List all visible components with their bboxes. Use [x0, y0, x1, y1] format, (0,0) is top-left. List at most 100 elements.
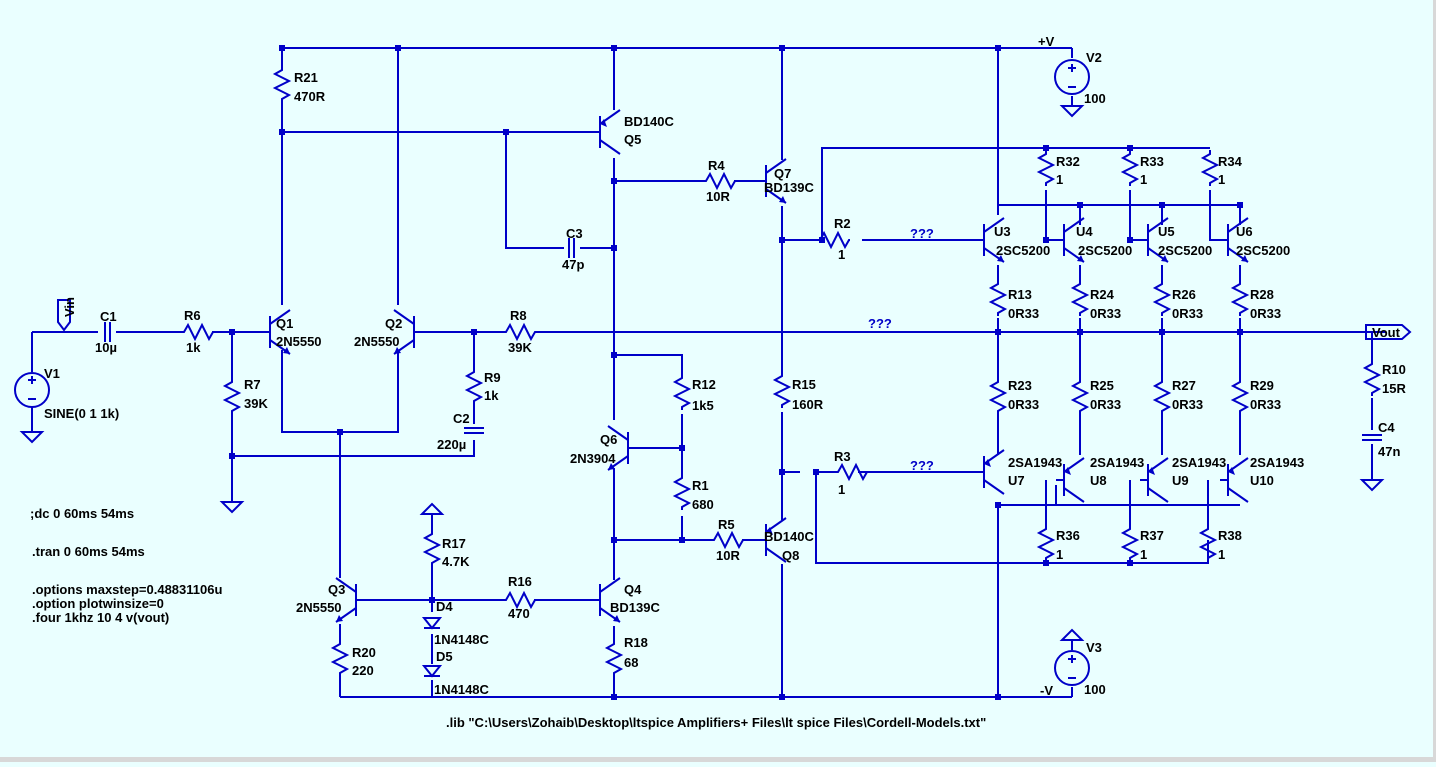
transistors: [262, 109, 1249, 623]
wires: [31, 47, 1386, 698]
label-q5-model: BD140C: [624, 114, 674, 129]
label-q8-name: Q8: [782, 548, 799, 563]
label-u7-model: 2SA1943: [1008, 455, 1062, 470]
label-r29-value: 0R33: [1250, 397, 1281, 412]
label-u5-name: U5: [1158, 224, 1175, 239]
label-r2-value: 1: [838, 247, 845, 262]
label-u8-name: U8: [1090, 473, 1107, 488]
label-q1-model: 2N5550: [276, 334, 322, 349]
label-q8-model: BD140C: [764, 529, 814, 544]
label-u5-model: 2SC5200: [1158, 243, 1212, 258]
label-u6-name: U6: [1236, 224, 1253, 239]
label-r13-name: R13: [1008, 287, 1032, 302]
directive-lib: .lib "C:\Users\Zohaib\Desktop\ltspice Am…: [446, 715, 986, 730]
label-u6-model: 2SC5200: [1236, 243, 1290, 258]
label-u10-model: 2SA1943: [1250, 455, 1304, 470]
label-r20-name: R20: [352, 645, 376, 660]
label-r32-name: R32: [1056, 154, 1080, 169]
label-v1-name: V1: [44, 366, 60, 381]
label-q4-name: Q4: [624, 582, 642, 597]
label-q2-model: 2N5550: [354, 334, 400, 349]
vpos-label: +V: [1038, 34, 1055, 49]
label-r25-name: R25: [1090, 378, 1114, 393]
label-d5-name: D5: [436, 649, 453, 664]
directive-four: .four 1khz 10 4 v(vout): [32, 610, 169, 625]
label-q5-name: Q5: [624, 132, 641, 147]
label-q3-model: 2N5550: [296, 600, 342, 615]
window-right-border: [1433, 0, 1436, 762]
label-r24-value: 0R33: [1090, 306, 1121, 321]
label-r8-name: R8: [510, 308, 527, 323]
window-bottom-border: [0, 757, 1436, 762]
label-r26-name: R26: [1172, 287, 1196, 302]
label-r17-value: 4.7K: [442, 554, 470, 569]
label-c2-value: 220µ: [437, 437, 466, 452]
label-c1-name: C1: [100, 309, 117, 324]
label-r18-name: R18: [624, 635, 648, 650]
label-u8-model: 2SA1943: [1090, 455, 1144, 470]
net-unknown-2: ???: [868, 316, 892, 331]
net-unknown-3: ???: [910, 458, 934, 473]
label-r34-name: R34: [1218, 154, 1243, 169]
label-u4-model: 2SC5200: [1078, 243, 1132, 258]
label-r7-name: R7: [244, 377, 261, 392]
label-r24-name: R24: [1090, 287, 1115, 302]
label-r27-name: R27: [1172, 378, 1196, 393]
spice-directives: ;dc 0 60ms 54ms .tran 0 60ms 54ms .optio…: [30, 506, 986, 730]
label-r1-value: 680: [692, 497, 714, 512]
label-r3-value: 1: [838, 482, 845, 497]
junctions: [229, 45, 1243, 700]
label-r15-value: 160R: [792, 397, 824, 412]
label-q7-name: Q7: [774, 166, 791, 181]
label-c4-name: C4: [1378, 420, 1395, 435]
label-r3-name: R3: [834, 449, 851, 464]
label-r21-name: R21: [294, 70, 318, 85]
net-unknown-1: ???: [910, 226, 934, 241]
vout-label: Vout: [1372, 325, 1401, 340]
net-labels: Vin Vout +V -V ??? ??? ???: [57, 34, 1412, 698]
voltage-sources: [14, 59, 1090, 686]
label-r9-name: R9: [484, 370, 501, 385]
label-r5-value: 10R: [716, 548, 740, 563]
label-v2-name: V2: [1086, 50, 1102, 65]
label-r21-value: 470R: [294, 89, 326, 104]
directive-plotwinsize: .option plotwinsize=0: [32, 596, 164, 611]
label-d4-model: 1N4148C: [434, 632, 490, 647]
label-v1-value: SINE(0 1 1k): [44, 406, 119, 421]
label-c2-name: C2: [453, 411, 470, 426]
label-r36-value: 1: [1056, 547, 1063, 562]
label-q6-name: Q6: [600, 432, 617, 447]
label-r16-name: R16: [508, 574, 532, 589]
resistors: [180, 66, 1382, 676]
label-r13-value: 0R33: [1008, 306, 1039, 321]
label-r6-value: 1k: [186, 340, 201, 355]
label-v2-value: 100: [1084, 91, 1106, 106]
label-r38-name: R38: [1218, 528, 1242, 543]
label-r25-value: 0R33: [1090, 397, 1121, 412]
label-r1-name: R1: [692, 478, 709, 493]
label-r12-name: R12: [692, 377, 716, 392]
label-r7-value: 39K: [244, 396, 268, 411]
label-r28-name: R28: [1250, 287, 1274, 302]
label-r10-name: R10: [1382, 362, 1406, 377]
label-r37-name: R37: [1140, 528, 1164, 543]
label-u3-model: 2SC5200: [996, 243, 1050, 258]
label-r2-name: R2: [834, 216, 851, 231]
label-r33-name: R33: [1140, 154, 1164, 169]
label-u4-name: U4: [1076, 224, 1093, 239]
label-r12-value: 1k5: [692, 398, 714, 413]
label-r9-value: 1k: [484, 388, 499, 403]
label-r23-value: 0R33: [1008, 397, 1039, 412]
label-r29-name: R29: [1250, 378, 1274, 393]
label-c4-value: 47n: [1378, 444, 1400, 459]
label-r10-value: 15R: [1382, 381, 1406, 396]
ground-symbols: [19, 105, 1385, 514]
label-r17-name: R17: [442, 536, 466, 551]
diodes: [421, 617, 443, 678]
label-q7-model: BD139C: [764, 180, 814, 195]
label-r33-value: 1: [1140, 172, 1147, 187]
label-q4-model: BD139C: [610, 600, 660, 615]
